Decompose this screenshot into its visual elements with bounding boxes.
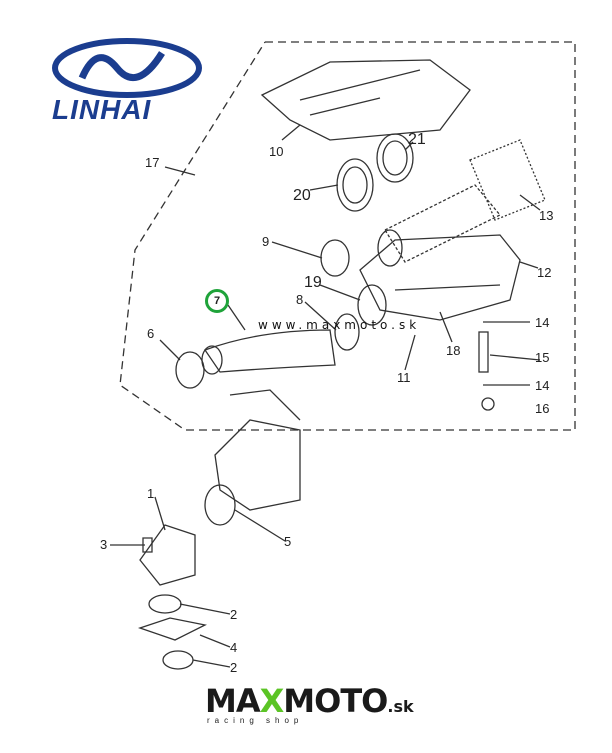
part-label-17[interactable]: 17 (145, 155, 160, 170)
part-6-clamp (175, 351, 205, 389)
part-7-highlight[interactable]: 7 (205, 289, 229, 313)
part-label-5[interactable]: 5 (284, 534, 292, 549)
part-4-spacer (137, 617, 207, 641)
brand-moto: MOTO (283, 682, 388, 720)
part-label-19[interactable]: 19 (304, 274, 322, 291)
watermark-url: www.maxmoto.sk (258, 318, 421, 332)
part-2-gasket (148, 594, 182, 614)
part-7-hose (203, 329, 336, 373)
assembly-boundary (119, 41, 576, 431)
part-label-9[interactable]: 9 (262, 234, 270, 249)
part-21-ring (376, 133, 414, 183)
filter-element (384, 184, 502, 263)
part-label-15[interactable]: 15 (535, 350, 550, 365)
linhai-logo-text: LINHAI (52, 94, 152, 125)
part-2-gasket-lower (162, 650, 194, 670)
part-label-10[interactable]: 10 (269, 144, 284, 159)
brand-x: X (259, 682, 285, 720)
part-label-16[interactable]: 16 (535, 401, 550, 416)
part-19-seal (357, 284, 387, 326)
part-label-20[interactable]: 20 (293, 187, 311, 204)
linhai-logo (52, 38, 202, 128)
part-label-4[interactable]: 4 (230, 640, 238, 655)
part-label-11[interactable]: 11 (397, 370, 411, 385)
part-label-12[interactable]: 12 (537, 265, 552, 280)
part-3-bolt (120, 537, 153, 553)
intake-housing (214, 419, 301, 511)
part-15-tube (478, 331, 489, 373)
maxmoto-tagline: racing shop (207, 716, 304, 725)
part-1-manifold (139, 524, 196, 586)
part-13-filter (469, 139, 546, 221)
part-label-14-lower[interactable]: 14 (535, 378, 550, 393)
part-8-clamp (334, 313, 360, 351)
part-label-3[interactable]: 3 (100, 537, 108, 552)
part-5-clamp (204, 484, 236, 526)
part-9-clamp (320, 239, 350, 277)
linhai-logo-mark (52, 38, 202, 98)
part-label-7: 7 (213, 295, 221, 307)
brand-tld: .sk (387, 697, 414, 716)
part-label-21[interactable]: 21 (408, 131, 426, 148)
part-label-2[interactable]: 2 (230, 607, 238, 622)
part-label-14[interactable]: 14 (535, 315, 550, 330)
brand-ma: MA (205, 682, 261, 720)
part-12-airbox (359, 234, 521, 321)
maxmoto-logo: MAXMOTO.sk (205, 682, 414, 720)
part-16-plug (481, 397, 495, 411)
part-label-1[interactable]: 1 (147, 486, 155, 501)
part-label-13[interactable]: 13 (539, 208, 554, 223)
part-label-18[interactable]: 18 (446, 343, 461, 358)
part-label-8[interactable]: 8 (296, 292, 304, 307)
part-label-6[interactable]: 6 (147, 326, 155, 341)
part-label-2-lower[interactable]: 2 (230, 660, 238, 675)
part-10-cover (260, 59, 471, 141)
